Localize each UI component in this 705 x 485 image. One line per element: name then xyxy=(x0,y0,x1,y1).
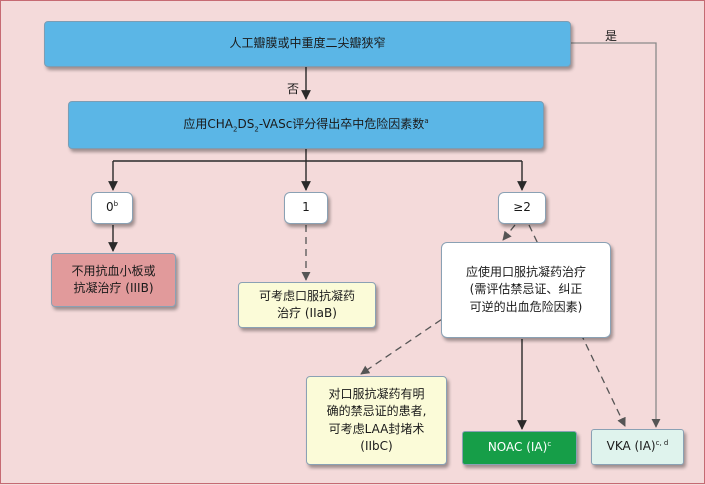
score-box: 应用CHA2DS2-VASc评分得出卒中危险因素数a xyxy=(68,101,544,149)
laa-line-3: 可考虑LAA封堵术 xyxy=(328,421,425,436)
consider-oac-line-2: 治疗 (IIaB) xyxy=(277,306,337,320)
yes-connector xyxy=(571,42,661,428)
should-oac-box: 应使用口服抗凝药治疗 (需评估禁忌证、纠正 可逆的出血危险因素) xyxy=(441,242,611,338)
no-therapy-line-1: 不用抗血小板或 xyxy=(71,263,156,278)
score-zero-box: 0b xyxy=(91,192,133,224)
valve-stenosis-box: 人工瓣膜或中重度二尖瓣狭窄 xyxy=(44,21,571,67)
consider-oac-box: 可考虑口服抗凝药 治疗 (IIaB) xyxy=(238,282,376,328)
no-label: 否 xyxy=(287,82,300,96)
noac-text: NOAC (IA) xyxy=(487,440,548,455)
laa-line-1: 对口服抗凝药有明 xyxy=(328,386,425,401)
consider-oac-line-1: 可考虑口服抗凝药 xyxy=(258,288,355,303)
score-zero-text: 0 xyxy=(105,200,114,215)
score-one-box: 1 xyxy=(284,192,328,224)
no-therapy-line-2: 抗凝治疗 (IIIB) xyxy=(73,281,154,295)
should-oac-line-1: 应使用口服抗凝药治疗 xyxy=(465,264,586,279)
no-therapy-box: 不用抗血小板或 抗凝治疗 (IIIB) xyxy=(51,253,176,307)
laa-line-2: 确的禁忌证的患者, xyxy=(326,404,427,419)
noac-box: NOAC (IA)c xyxy=(462,431,577,465)
should-oac-line-3: 可逆的出血危险因素) xyxy=(469,299,583,314)
laa-line-4: (IIbC) xyxy=(360,438,393,453)
should-oac-line-2: (需评估禁忌证、纠正 xyxy=(469,282,583,297)
score-two-plus-text: ≥2 xyxy=(513,200,531,215)
valve-stenosis-text: 人工瓣膜或中重度二尖瓣狭窄 xyxy=(229,36,386,51)
score-two-plus-box: ≥2 xyxy=(498,192,546,224)
yes-label: 是 xyxy=(605,29,618,43)
vka-text: VKA (IA) xyxy=(606,439,656,454)
score-text: 应用CHA2DS2-VASc评分得出卒中危险因素数a xyxy=(183,117,429,134)
vka-box: VKA (IA)c, d xyxy=(591,429,684,465)
score-one-text: 1 xyxy=(302,200,310,215)
laa-closure-box: 对口服抗凝药有明 确的禁忌证的患者, 可考虑LAA封堵术 (IIbC) xyxy=(306,376,447,465)
